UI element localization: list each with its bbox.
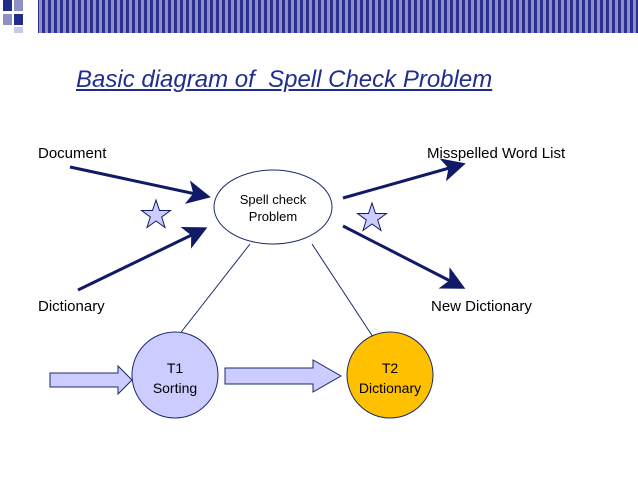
t2-line1: T2 — [381, 360, 399, 376]
connector-line-t1 — [174, 243, 251, 341]
t2-line2: Dictionary — [358, 380, 422, 396]
document-arrow — [69, 165, 211, 204]
document-label: Document — [38, 145, 107, 162]
misspelled-arrow — [342, 158, 466, 200]
header-square — [3, 14, 12, 25]
spell-check-line1: Spell check — [239, 192, 307, 207]
t1-sorting-node — [131, 331, 219, 419]
t2-dictionary-node — [346, 331, 434, 419]
connector-line-t2 — [311, 243, 376, 341]
t1-to-t2-block-arrow — [224, 359, 343, 393]
misspelled-word-list-label: Misspelled Word List — [427, 145, 566, 162]
spell-check-line2: Problem — [248, 209, 298, 224]
dictionary-label: Dictionary — [38, 298, 105, 315]
t1-line1: T1 — [166, 360, 184, 376]
t1-text: T1 Sorting — [132, 358, 218, 398]
header-square — [3, 0, 12, 11]
header-square — [14, 0, 23, 11]
slide-title: Basic diagram of Spell Check Problem — [76, 66, 493, 93]
new-dictionary-arrow — [342, 224, 466, 289]
header-square — [14, 27, 23, 33]
spell-check-node — [213, 169, 333, 245]
dictionary-arrow — [77, 227, 208, 292]
star-icon — [139, 198, 173, 229]
t1-line2: Sorting — [152, 380, 198, 396]
spell-check-text: Spell check Problem — [214, 191, 332, 225]
t2-text: T2 Dictionary — [345, 358, 435, 398]
new-dictionary-label: New Dictionary — [431, 298, 532, 315]
input-block-arrow — [49, 364, 133, 396]
header-stripe-band — [38, 0, 638, 33]
header-decoration — [3, 0, 638, 33]
star-icon — [355, 201, 389, 232]
header-square — [14, 14, 23, 25]
